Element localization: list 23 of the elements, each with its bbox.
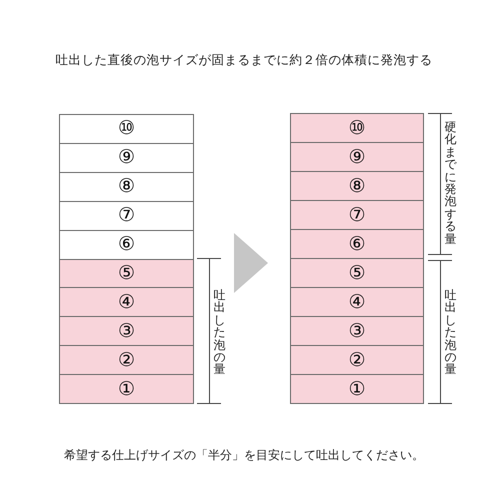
- numbered-cell: ③: [291, 316, 423, 345]
- numbered-cell: ⑥: [291, 229, 423, 258]
- numbered-cell: ①: [291, 374, 423, 403]
- cell-stack: [290, 113, 424, 404]
- numbered-cell: ②: [291, 345, 423, 374]
- numbered-cell: ①: [60, 374, 193, 404]
- numbered-cell: ⑤: [291, 258, 423, 287]
- arrow: [234, 233, 268, 293]
- numbered-cell: ②: [60, 345, 193, 374]
- side-label: 吐出した泡の量: [444, 289, 457, 376]
- side-label: 硬化までに発泡する量: [444, 121, 457, 246]
- side-label: 吐出した泡の量: [213, 289, 226, 376]
- numbered-cell: ④: [291, 287, 423, 316]
- cell-stack: [59, 114, 194, 404]
- numbered-cell: ⑩: [291, 114, 423, 142]
- title: 吐出した直後の泡サイズが固まるまでに約２倍の体積に発泡する: [56, 54, 432, 66]
- numbered-cell: ⑧: [291, 171, 423, 200]
- numbered-cell: ④: [60, 287, 193, 316]
- numbered-cell: ⑤: [60, 258, 193, 288]
- numbered-cell: ⑨: [291, 142, 423, 171]
- caption: 希望する仕上げサイズの「半分」を目安にして吐出してください。: [64, 449, 424, 461]
- numbered-cell: ③: [60, 316, 193, 346]
- numbered-cell: ⑦: [291, 200, 423, 229]
